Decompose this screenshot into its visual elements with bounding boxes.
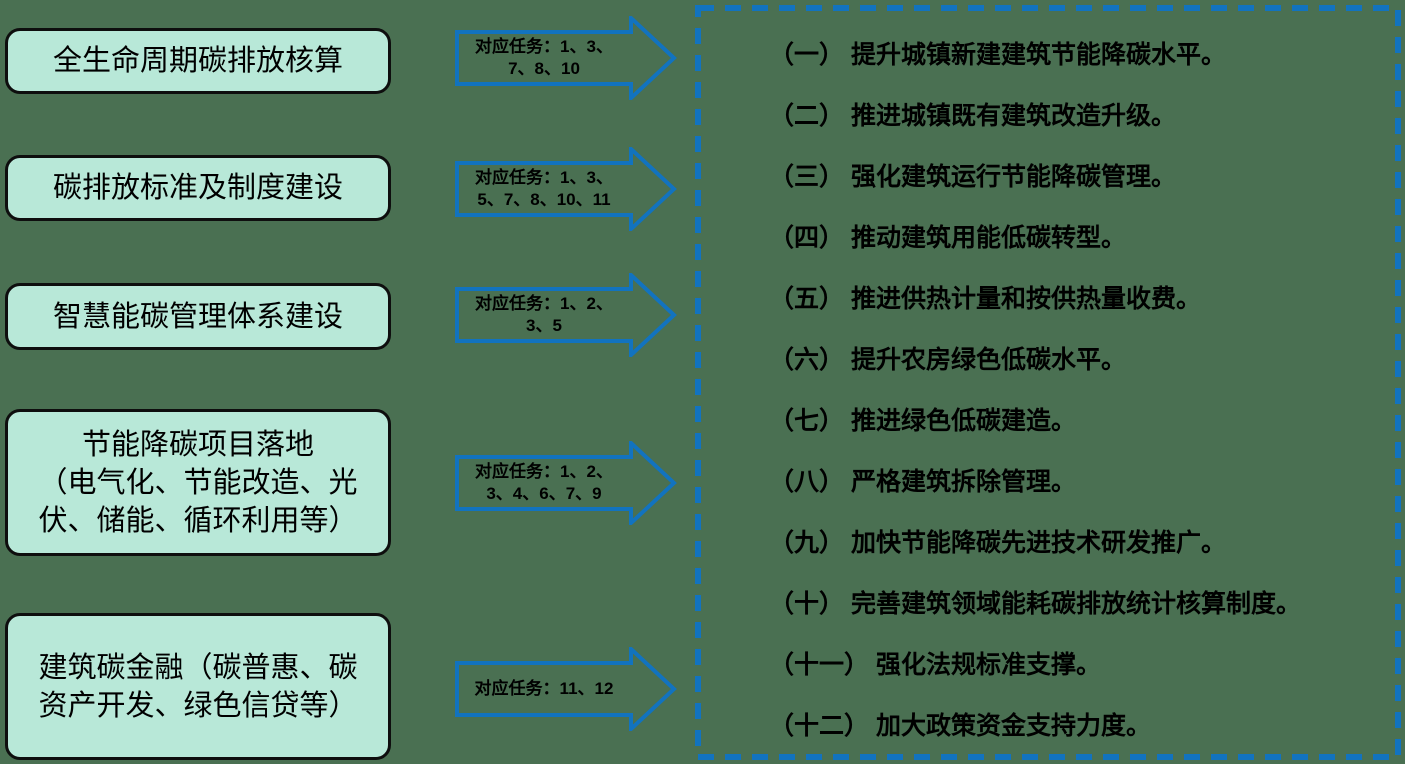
right-arrow-icon	[455, 147, 677, 231]
arrow-tasks-label: 对应任务：11、12	[474, 679, 614, 698]
task-item: （三） 强化建筑运行节能降碳管理。	[769, 163, 1176, 191]
tasks-arrow-4: 对应任务：1、2、 3、4、6、7、9	[455, 441, 677, 525]
right-arrow-icon	[455, 647, 677, 731]
right-arrow-icon	[455, 273, 677, 357]
task-item: （十一） 强化法规标准支撑。	[769, 651, 1101, 679]
tasks-arrow-3: 对应任务：1、2、 3、5	[455, 273, 677, 357]
category-box-smart-energy-carbon-management: 智慧能碳管理体系建设	[5, 283, 391, 350]
task-item: （七） 推进绿色低碳建造。	[769, 407, 1076, 435]
category-box-lifecycle-carbon-accounting: 全生命周期碳排放核算	[5, 28, 391, 94]
arrow-tasks-label: 对应任务：1、3、 5、7、8、10、11	[475, 168, 613, 209]
task-item: （四） 推动建筑用能低碳转型。	[769, 224, 1126, 252]
task-list: （一） 提升城镇新建建筑节能降碳水平。 （二） 推进城镇既有建筑改造升级。 （三…	[769, 5, 1393, 760]
tasks-arrow-1: 对应任务：1、3、 7、8、10	[455, 16, 677, 100]
arrow-tasks-label: 对应任务：1、3、 7、8、10	[475, 37, 613, 78]
right-arrow-icon	[455, 441, 677, 525]
dashed-border	[695, 5, 1401, 760]
task-item: （八） 严格建筑拆除管理。	[769, 468, 1076, 496]
tasks-arrow-5: 对应任务：11、12	[455, 647, 677, 731]
task-item: （九） 加快节能降碳先进技术研发推广。	[769, 529, 1226, 557]
arrow-tasks-label: 对应任务：1、2、 3、5	[475, 294, 613, 335]
category-box-energy-saving-projects: 节能降碳项目落地 （电气化、节能改造、光 伏、储能、循环利用等）	[5, 409, 391, 556]
tasks-arrow-2: 对应任务：1、3、 5、7、8、10、11	[455, 147, 677, 231]
task-item: （十） 完善建筑领域能耗碳排放统计核算制度。	[769, 590, 1301, 618]
task-item: （六） 提升农房绿色低碳水平。	[769, 346, 1126, 374]
tasks-panel: （一） 提升城镇新建建筑节能降碳水平。 （二） 推进城镇既有建筑改造升级。 （三…	[695, 5, 1401, 760]
right-arrow-icon	[455, 16, 677, 100]
task-item: （二） 推进城镇既有建筑改造升级。	[769, 102, 1176, 130]
task-item: （十二） 加大政策资金支持力度。	[769, 712, 1151, 740]
arrow-tasks-label: 对应任务：1、2、 3、4、6、7、9	[475, 462, 613, 503]
category-box-building-carbon-finance: 建筑碳金融（碳普惠、碳 资产开发、绿色信贷等）	[5, 613, 391, 760]
category-box-carbon-standards-system: 碳排放标准及制度建设	[5, 155, 391, 221]
task-item: （五） 推进供热计量和按供热量收费。	[769, 285, 1201, 313]
task-item: （一） 提升城镇新建建筑节能降碳水平。	[769, 41, 1226, 69]
